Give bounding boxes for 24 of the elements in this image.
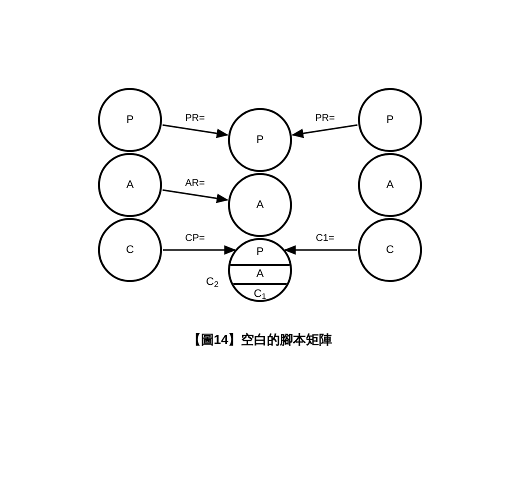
arrow	[162, 189, 229, 204]
node-label: P	[256, 246, 264, 258]
node-label: C	[386, 244, 394, 256]
node-label: C$_{1}$	[254, 289, 266, 300]
circle-segment	[230, 264, 290, 285]
figure-caption: 【圖14】空白的腳本矩陣	[186, 331, 334, 349]
edge-label: AR=	[183, 179, 207, 189]
arrow	[163, 245, 236, 255]
node-label: A	[126, 180, 134, 190]
node-label: A	[256, 200, 264, 210]
arrow	[291, 124, 358, 138]
node-label: P	[126, 114, 134, 126]
arrow	[284, 245, 357, 255]
node-label: C	[126, 244, 134, 256]
edge-label: PR=	[313, 114, 337, 124]
circle-caption: C$_{2}$	[206, 275, 219, 290]
node-label: P	[386, 114, 394, 126]
edge-label: PR=	[183, 114, 207, 124]
edge-label: C1=	[314, 234, 336, 244]
node-label: A	[256, 269, 264, 280]
node-label: P	[256, 134, 264, 146]
edge-label: CP=	[183, 234, 207, 244]
node-label: A	[386, 180, 394, 190]
arrow	[162, 124, 229, 138]
